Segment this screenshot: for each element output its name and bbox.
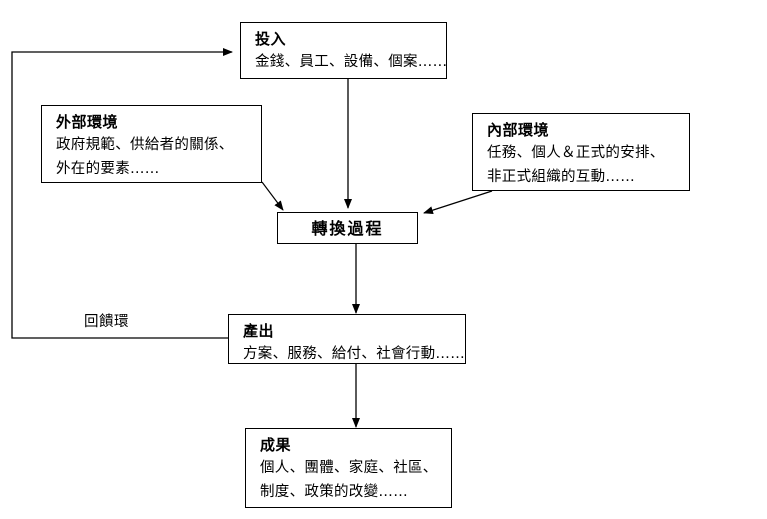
arrow-external-to-transformation	[261, 181, 284, 211]
node-outcome-line-1: 個人、團體、家庭、社區、	[260, 460, 438, 476]
node-outcome[interactable]: 成果 個人、團體、家庭、社區、 制度、政策的改變……	[245, 428, 452, 508]
node-outcome-title: 成果	[260, 436, 292, 454]
node-internal-environment[interactable]: 內部環境 任務、個人＆正式的安排、 非正式組織的互動……	[472, 113, 690, 191]
node-external-environment-title: 外部環境	[56, 113, 119, 131]
node-input-body: 金錢、員工、設備、個案……	[255, 50, 448, 74]
node-external-environment-line-1: 政府規範、供給者的關係、	[56, 137, 234, 153]
node-outcome-line-2: 制度、政策的改變……	[260, 484, 408, 500]
label-feedback-loop: 回饋環	[84, 314, 129, 330]
node-input-line-1: 金錢、員工、設備、個案……	[255, 54, 448, 70]
node-external-environment-body: 政府規範、供給者的關係、 外在的要素……	[56, 133, 251, 181]
node-transformation[interactable]: 轉換過程	[277, 212, 418, 244]
node-internal-environment-line-2: 非正式組織的互動……	[487, 169, 635, 185]
node-input[interactable]: 投入 金錢、員工、設備、個案……	[240, 22, 447, 79]
node-input-title: 投入	[255, 30, 287, 48]
node-outcome-body: 個人、團體、家庭、社區、 制度、政策的改變……	[260, 456, 441, 504]
node-internal-environment-title: 內部環境	[487, 121, 550, 139]
node-internal-environment-body: 任務、個人＆正式的安排、 非正式組織的互動……	[487, 141, 679, 189]
node-output[interactable]: 產出 方案、服務、給付、社會行動……	[228, 314, 466, 364]
arrow-feedback-loop	[11, 48, 233, 339]
node-external-environment-line-2: 外在的要素……	[56, 161, 160, 177]
node-transformation-title: 轉換過程	[311, 218, 384, 238]
arrow-internal-to-transformation	[423, 190, 493, 215]
node-external-environment[interactable]: 外部環境 政府規範、供給者的關係、 外在的要素……	[41, 105, 262, 183]
node-output-body: 方案、服務、給付、社會行動……	[243, 342, 465, 366]
node-internal-environment-line-1: 任務、個人＆正式的安排、	[487, 145, 665, 161]
node-output-line-1: 方案、服務、給付、社會行動……	[243, 346, 465, 362]
node-output-title: 產出	[243, 322, 275, 340]
